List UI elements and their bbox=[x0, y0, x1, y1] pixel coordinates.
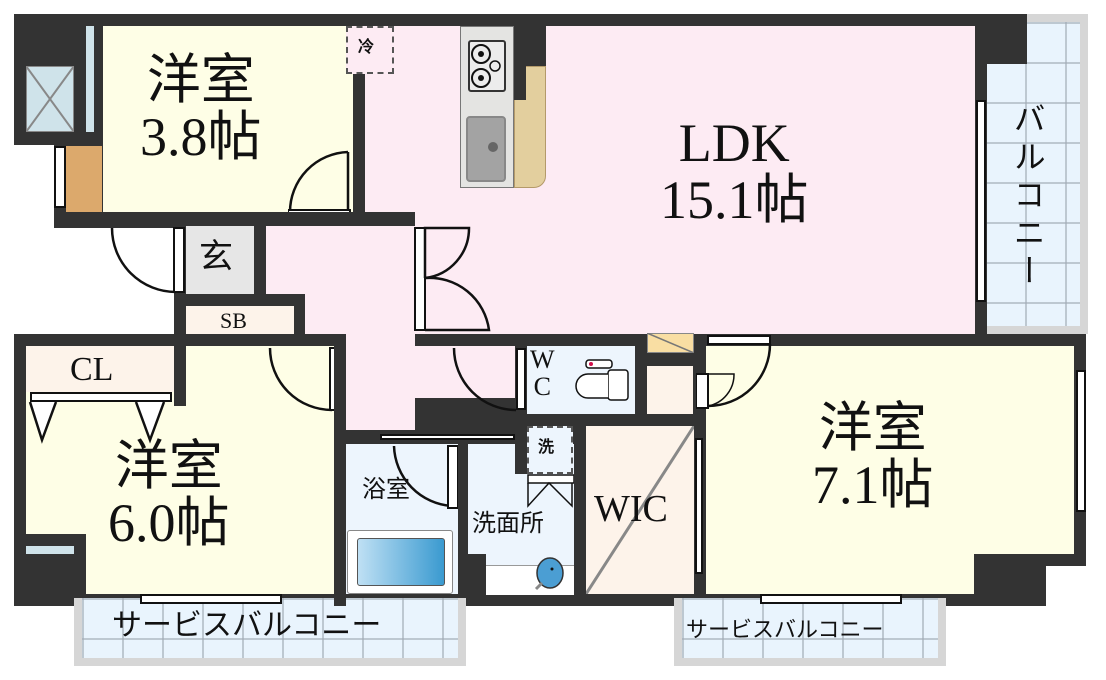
wall-block bbox=[526, 26, 546, 66]
sink bbox=[466, 116, 506, 182]
door-swing-icon[interactable] bbox=[390, 444, 460, 514]
room-size: 6.0帖 bbox=[108, 492, 230, 553]
entrance bbox=[186, 226, 254, 294]
room-name: 洋室 bbox=[146, 50, 255, 110]
window-sliding bbox=[760, 594, 902, 604]
laundry-label: 洗 bbox=[538, 439, 555, 456]
window bbox=[54, 146, 66, 208]
entrance-label: 玄 bbox=[199, 239, 233, 276]
room-fill bbox=[300, 26, 353, 86]
window-right bbox=[1076, 370, 1086, 512]
wall-block bbox=[54, 212, 415, 226]
bathtub-basin bbox=[357, 538, 445, 586]
wall-block bbox=[975, 14, 1027, 64]
door-swing-icon[interactable] bbox=[452, 346, 518, 412]
service-balcony-left-label: サービスバルコニー bbox=[112, 609, 382, 642]
wall-block bbox=[466, 554, 486, 596]
wall-block bbox=[458, 444, 468, 594]
bathroom-label: 浴室 bbox=[362, 477, 410, 503]
toilet-door[interactable] bbox=[516, 348, 526, 410]
door-swing-icon[interactable] bbox=[268, 346, 340, 412]
room-size: 7.1帖 bbox=[812, 454, 934, 515]
toilet-label-w: W bbox=[530, 345, 555, 374]
window-slit bbox=[26, 546, 74, 554]
wic-diagonal-line bbox=[586, 426, 694, 594]
closet-folding-door-icon bbox=[28, 402, 166, 444]
closet-label: CL bbox=[70, 351, 114, 388]
room-fill bbox=[706, 554, 974, 594]
balcony-main bbox=[985, 14, 1088, 334]
wall-block bbox=[254, 226, 266, 300]
folding-door-icon bbox=[527, 474, 575, 508]
closet-door[interactable] bbox=[30, 392, 172, 402]
wall-block bbox=[294, 294, 305, 340]
toilet-icon bbox=[575, 359, 629, 401]
room-label-6-0: 洋室 6.0帖 bbox=[108, 438, 230, 551]
wall-block bbox=[514, 26, 526, 100]
service-balcony-right bbox=[674, 598, 946, 666]
wash-basin-icon bbox=[534, 557, 564, 591]
room-size: 15.1帖 bbox=[660, 169, 809, 230]
laundry-space bbox=[527, 426, 573, 474]
room-name: 洋室 bbox=[114, 436, 223, 496]
room-size: 3.8帖 bbox=[140, 106, 262, 167]
stove-burner-icon bbox=[471, 44, 501, 88]
fridge-label: 冷 bbox=[358, 39, 375, 56]
western-room-7-1 bbox=[706, 346, 1074, 554]
fridge-space bbox=[346, 26, 394, 74]
wood-storage bbox=[66, 146, 102, 212]
room-name: LDK bbox=[678, 113, 790, 173]
room-label-ldk: LDK 15.1帖 bbox=[660, 115, 809, 228]
ldk-window bbox=[976, 100, 986, 302]
exterior-area bbox=[1046, 565, 1106, 606]
wall-block bbox=[515, 414, 705, 426]
service-balcony-right-label: サービスバルコニー bbox=[686, 617, 884, 642]
wic-label: WIC bbox=[594, 488, 668, 530]
faucet-icon bbox=[488, 142, 498, 152]
room-label-7-1: 洋室 7.1帖 bbox=[812, 400, 934, 513]
wall-block bbox=[334, 340, 346, 606]
door-swing-icon[interactable] bbox=[288, 150, 352, 220]
exterior-notch bbox=[14, 145, 54, 338]
wall-block bbox=[635, 346, 647, 428]
wall-block bbox=[174, 294, 305, 306]
washroom-label: 洗面所 bbox=[472, 511, 544, 537]
wall-block bbox=[415, 334, 710, 346]
storage-small bbox=[647, 366, 693, 414]
entrance-door-icon[interactable] bbox=[110, 226, 186, 294]
wall-block bbox=[174, 346, 186, 406]
vent-line-icon bbox=[647, 333, 694, 353]
window-cross-icon bbox=[26, 66, 74, 132]
wall-block bbox=[574, 426, 586, 596]
bath-sliding-door[interactable] bbox=[380, 434, 515, 440]
wall-block bbox=[353, 74, 365, 226]
toilet-label-c: C bbox=[533, 372, 551, 402]
room-name: 洋室 bbox=[818, 398, 927, 458]
wall-block bbox=[14, 334, 346, 346]
service-balcony-left bbox=[74, 598, 466, 666]
window-slit bbox=[86, 26, 94, 132]
room-label-3-8: 洋室 3.8帖 bbox=[140, 52, 262, 165]
ldk-double-door-icon[interactable] bbox=[413, 226, 493, 334]
balcony-main-label: バルコニー bbox=[1009, 102, 1046, 292]
closet bbox=[26, 346, 174, 392]
wall-block bbox=[515, 414, 527, 474]
shoe-box bbox=[186, 306, 294, 334]
wic-sliding-door[interactable] bbox=[695, 438, 703, 574]
door-swing-icon[interactable] bbox=[696, 334, 776, 410]
wall-block bbox=[26, 534, 86, 594]
toilet-label: W C bbox=[530, 346, 555, 401]
window-sliding bbox=[140, 594, 282, 604]
shoe-box-label: SB bbox=[220, 308, 247, 333]
